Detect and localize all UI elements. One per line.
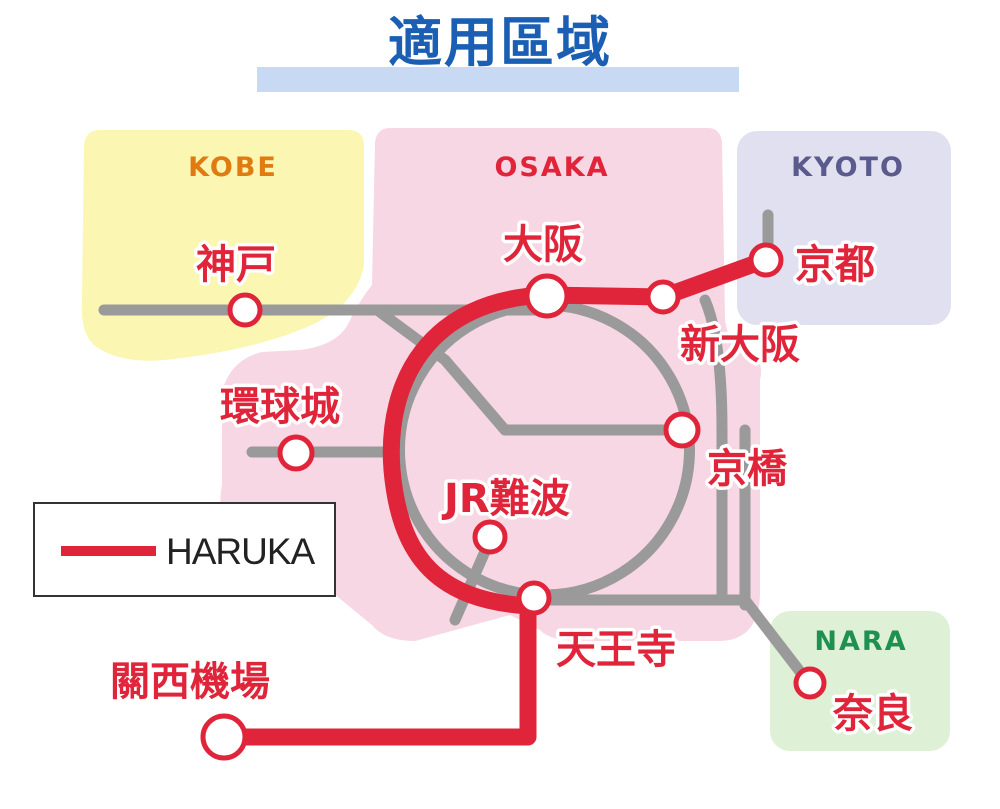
legend-haruka-swatch [61, 546, 156, 556]
other-lines [98, 209, 814, 688]
station-marker-kyobashi [663, 411, 701, 449]
region-label-kyoto: KYOTO [791, 152, 905, 183]
region-kyoto-area [737, 131, 951, 325]
station-label-kansai-airport: 關西機場 [110, 659, 270, 705]
region-labels: KOBE OSAKA KYOTO NARA [188, 152, 907, 657]
station-label-kyoto: 京都 [795, 242, 875, 288]
legend-haruka-label: HARUKA [166, 531, 315, 572]
region-label-osaka: OSAKA [494, 152, 609, 183]
title-underline [257, 67, 739, 92]
station-label-kobe: 神戸 [196, 242, 276, 288]
station-marker-jr-namba [472, 519, 508, 555]
station-label-kyobashi: 京橋 [707, 446, 787, 492]
haruka-line [221, 251, 774, 746]
region-label-nara: NARA [814, 626, 907, 657]
station-marker-tennoji [516, 580, 552, 616]
title-area: 適用區域 [0, 0, 1000, 100]
station-marker-nara [793, 666, 827, 700]
station-label-shin-osaka: 新大阪 [680, 322, 800, 368]
region-osaka-area [220, 128, 762, 641]
region-label-kobe: KOBE [188, 152, 278, 183]
station-labels: 神戸 大阪 京都 新大阪 環球城 京橋 JR難波 天王寺 關西機場 奈良 [107, 219, 917, 741]
station-marker-kyoto [748, 242, 784, 278]
station-marker-kansai-airport [200, 713, 248, 761]
line-yamatoji [529, 594, 814, 688]
station-label-universal-city: 環球城 [220, 384, 340, 430]
station-marker-kobe [227, 292, 263, 328]
station-marker-osaka [524, 273, 570, 319]
station-label-jr-namba: JR難波 [441, 476, 570, 522]
station-marker-universal-city [277, 434, 315, 472]
page-title: 適用區域 [388, 11, 612, 74]
station-markers [200, 242, 827, 761]
region-kobe-area [81, 130, 364, 361]
line-shinosaka-south [699, 294, 728, 606]
region-nara-area [770, 611, 950, 751]
station-marker-shin-osaka [645, 279, 681, 315]
region-areas [81, 128, 951, 751]
legend: HARUKA [33, 502, 336, 597]
line-tozai [374, 306, 686, 436]
station-label-nara: 奈良 [832, 691, 913, 737]
station-label-tennoji: 天王寺 [556, 627, 676, 673]
station-label-osaka: 大阪 [503, 222, 583, 268]
